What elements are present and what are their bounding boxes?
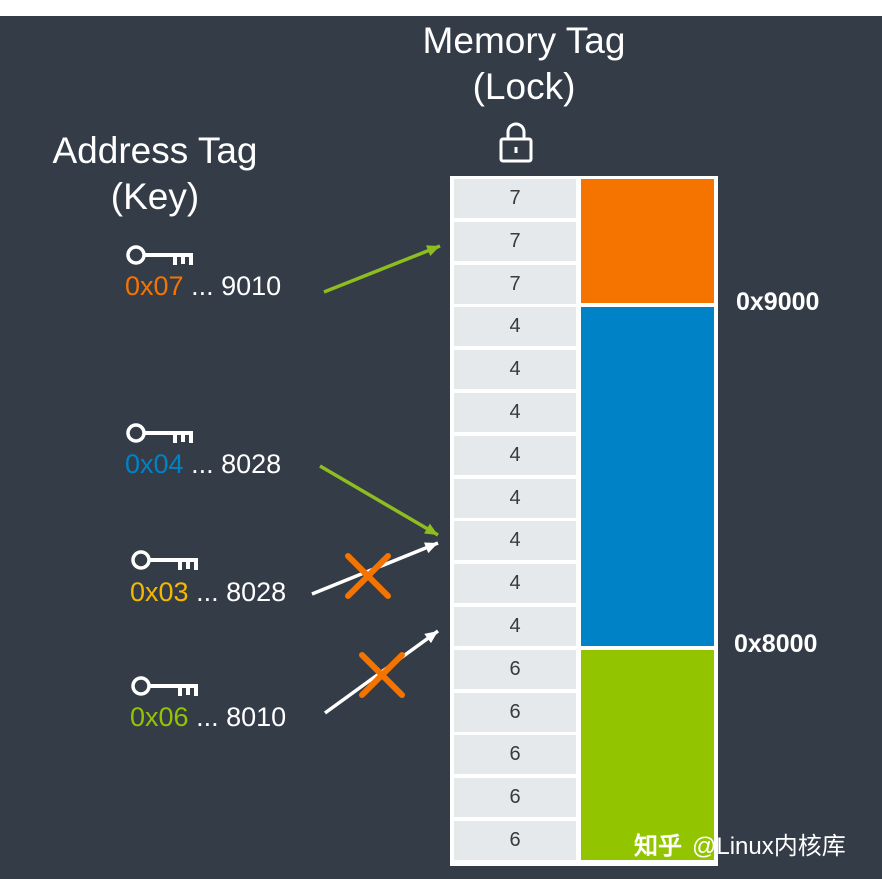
memory-tag-cell: 4 [454,435,576,475]
memory-tag-heading: Memory Tag (Lock) [394,18,654,110]
address-label-0x8000: 0x8000 [734,630,818,658]
cross-icon [359,652,405,698]
key-icon [126,245,193,265]
cross-icon [345,553,391,599]
watermark-text: @Linux内核库 [692,833,846,860]
memory-tag-cell: 4 [454,393,576,432]
pointer-address: ... 9010 [183,271,282,301]
memory-tag-cell: 6 [454,692,576,732]
memory-tag-title: Memory Tag [422,20,626,61]
memory-tag-cell: 4 [454,564,576,604]
memory-tag-cell: 7 [454,221,576,261]
pointer-address: ... 8028 [188,577,287,607]
key-icon [126,423,193,443]
pointer-address-1: 0x04 ... 8028 [125,449,281,480]
pointer-address-0: 0x07 ... 9010 [125,271,281,302]
memory-tag-cell: 6 [454,649,576,689]
key-icon [131,550,198,570]
pointer-address: ... 8010 [188,702,287,732]
memory-tag-cell: 4 [454,607,576,646]
watermark-logo: 知乎 [634,833,682,860]
watermark: 知乎 @Linux内核库 [634,826,846,861]
pointer-tag: 0x07 [125,271,184,301]
memory-tag-cell: 4 [454,478,576,518]
arrow-overlay [311,244,441,715]
memory-tag-cell: 6 [454,821,576,860]
memory-tag-cell: 6 [454,735,576,775]
pointer-address-2: 0x03 ... 8028 [130,577,286,608]
memory-tag-cell: 4 [454,307,576,347]
memory-region-tag-6 [581,649,714,860]
address-tag-title: Address Tag [52,130,258,171]
address-tag-heading: Address Tag (Key) [40,128,270,220]
address-label-0x9000: 0x9000 [736,288,820,316]
pointer-address-3: 0x06 ... 8010 [130,702,286,733]
pointer-tag: 0x06 [130,702,189,732]
lock-icon [499,122,533,163]
memory-tag-subtitle: (Lock) [472,66,576,107]
memory-tag-cell: 4 [454,521,576,561]
address-tag-subtitle: (Key) [110,176,200,217]
memory-region-tag-4 [581,307,714,646]
allowed-arrow [323,244,441,294]
memory-tag-cell: 7 [454,264,576,304]
key-icon [131,676,198,696]
memory-region-tag-7 [581,179,714,304]
pointer-address: ... 8028 [183,449,282,479]
memory-tag-cell: 7 [454,179,576,218]
memory-tag-cell: 4 [454,350,576,390]
memory-region-column [578,176,718,866]
allowed-arrow [319,464,439,537]
pointer-tag: 0x03 [130,577,189,607]
memory-tag-cell: 6 [454,778,576,818]
pointer-tag: 0x04 [125,449,184,479]
